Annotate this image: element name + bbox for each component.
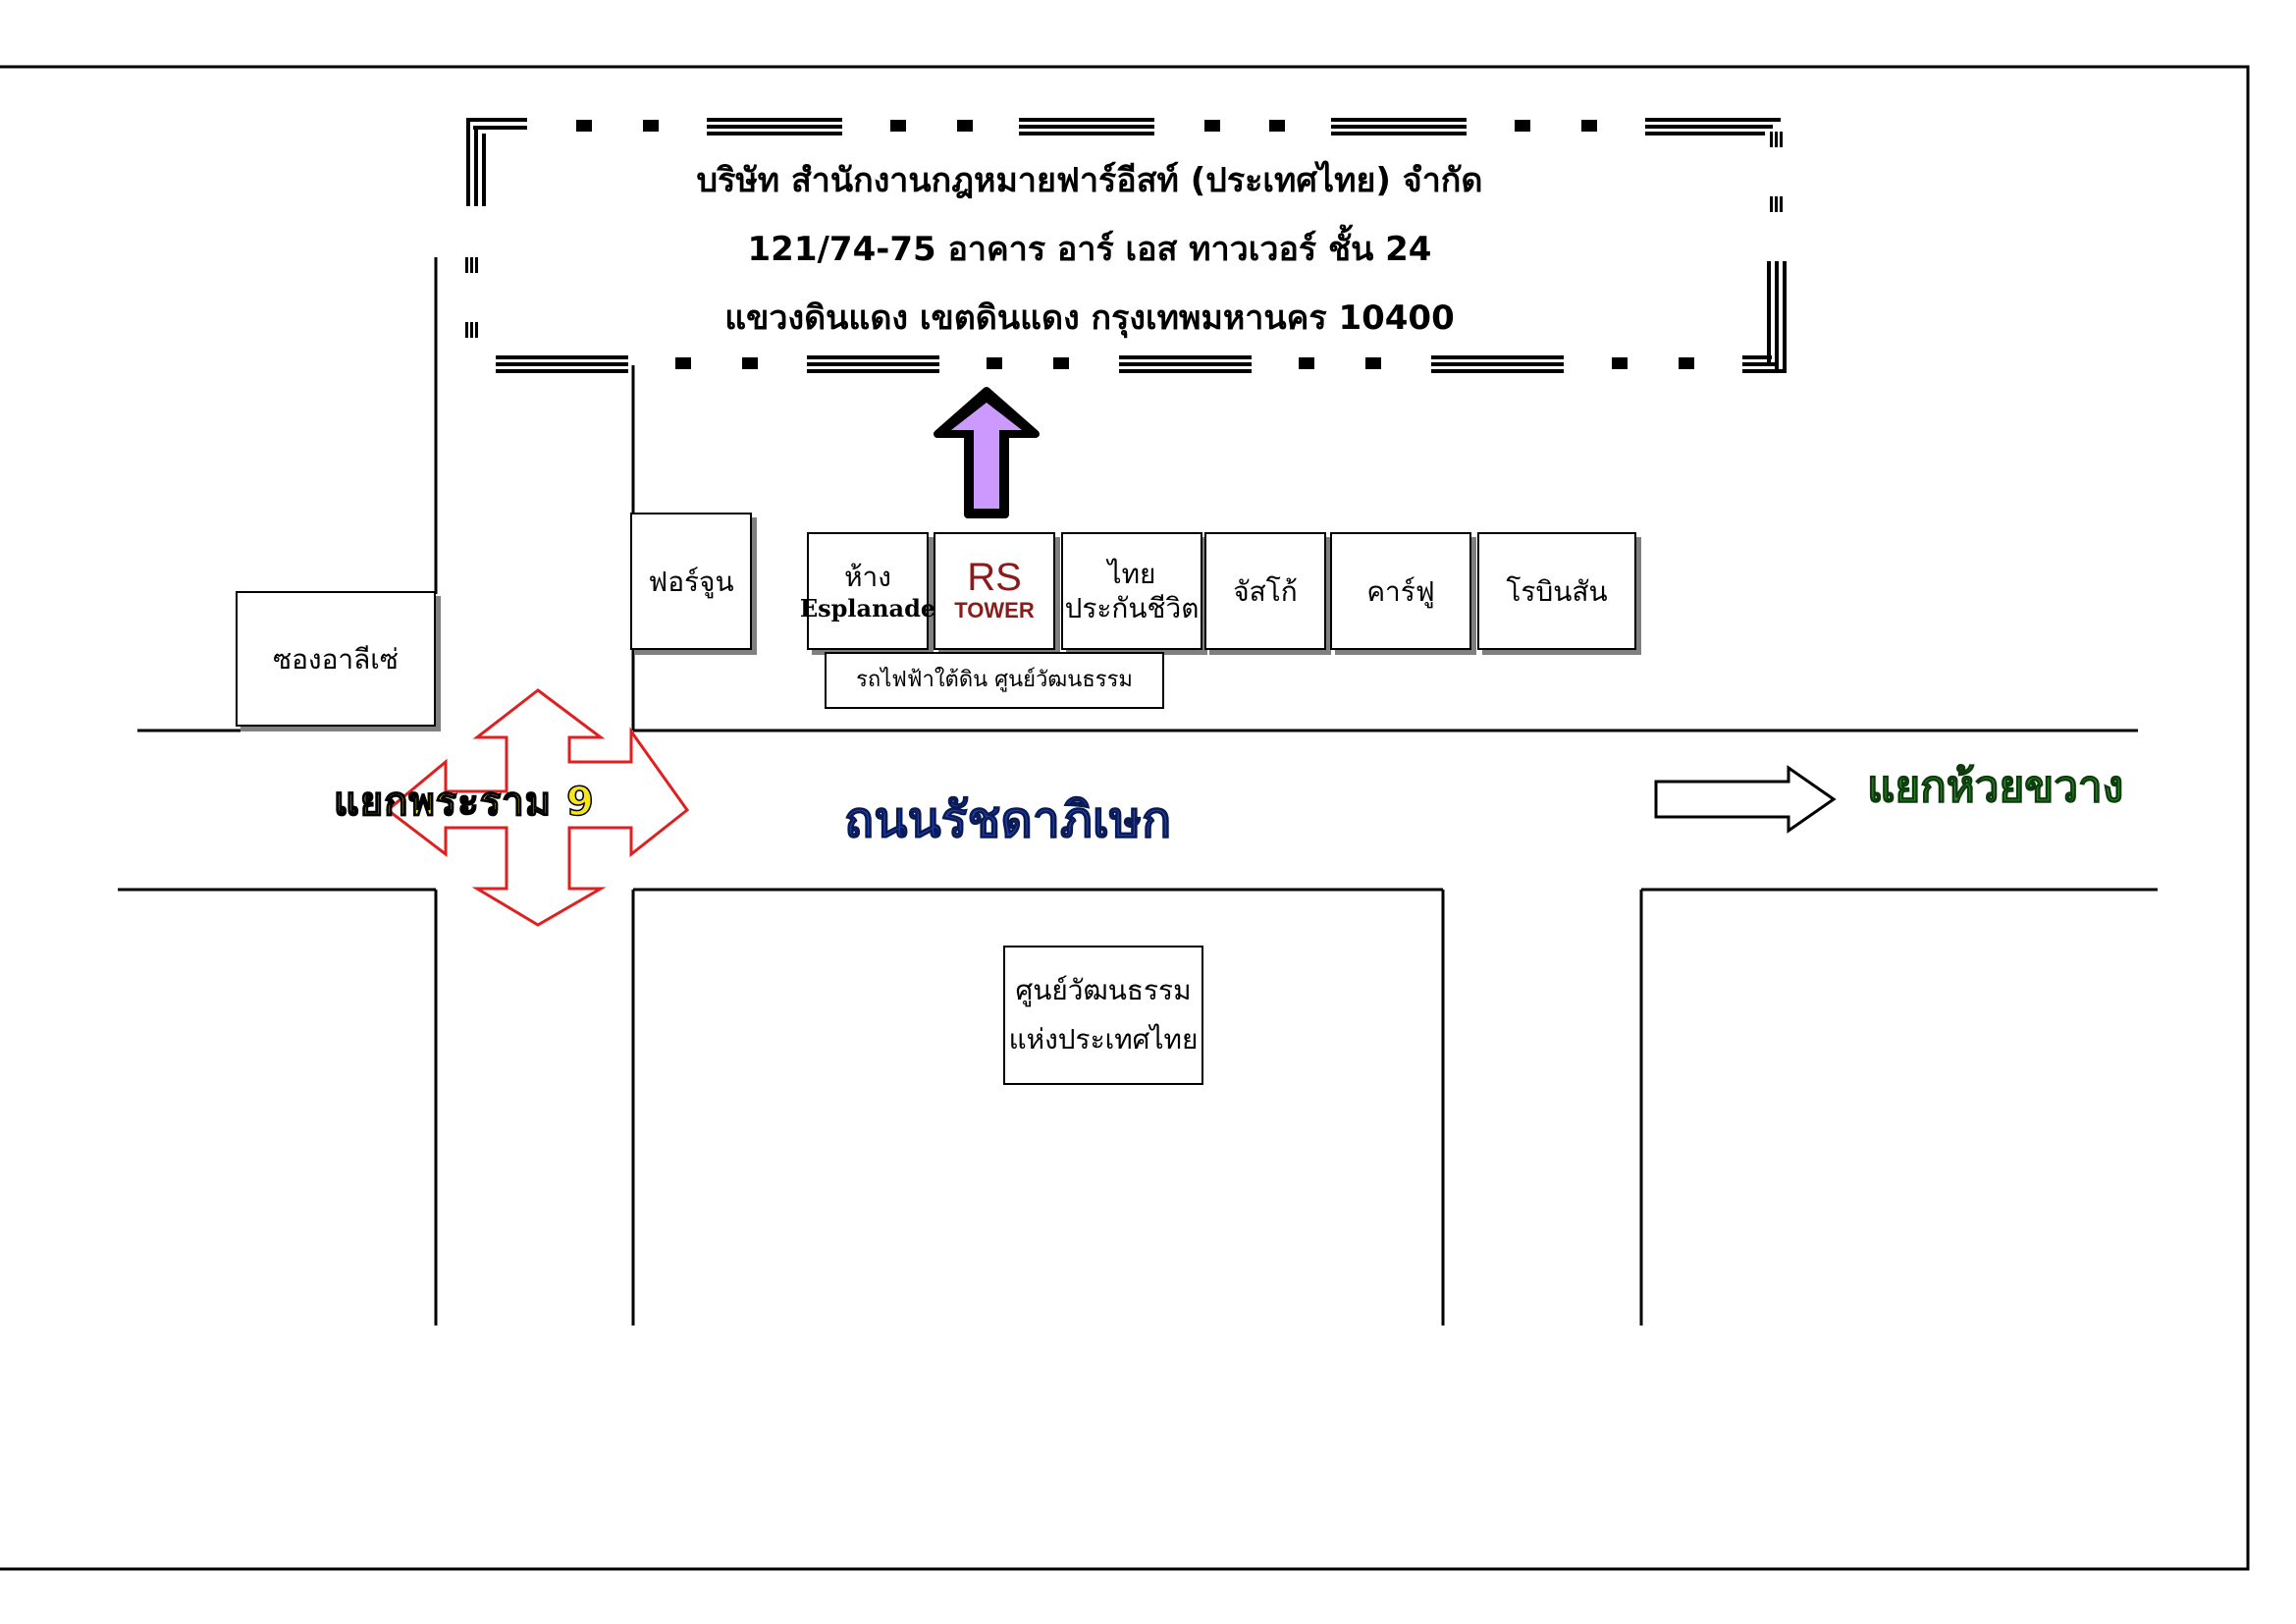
rama9-intersection-label: แยกพระราม 9 [333, 779, 595, 826]
right-arrow-icon [1654, 765, 1837, 834]
building-esplanade-label-2: Esplanade [799, 593, 936, 623]
building-robinson-label: โรบินสัน [1506, 574, 1608, 608]
building-esplanade: ห้าง Esplanade [800, 532, 935, 650]
building-robinson: โรบินสัน [1477, 532, 1636, 650]
roads [118, 257, 2158, 1326]
building-cultural-center: ศูนย์วัฒนธรรม แห่งประเทศไทย [1003, 946, 1203, 1085]
up-arrow-fill [951, 403, 1022, 509]
building-thai-life-label-2: ประกันชีวิต [1064, 592, 1200, 624]
ratchadaphisek-road-label: ถนนรัชดาภิเษก [843, 791, 1172, 849]
building-carrefour: คาร์ฟู [1330, 532, 1471, 650]
building-fortune-label: ฟอร์จูน [648, 565, 734, 598]
rs-tower-logo: RS [967, 556, 1022, 600]
building-soi-elysee: ซองอาลีเซ่ [236, 591, 436, 727]
page-frame [0, 65, 2250, 1571]
address-frame [465, 118, 1787, 373]
mrt-station: รถไฟฟ้าใต้ดิน ศูนย์วัฒนธรรม [825, 652, 1164, 709]
building-rs-tower: RS TOWER [934, 532, 1055, 650]
address-line-1: 121/74-75 อาคาร อาร์ เอส ทาวเวอร์ ชั้น 2… [747, 230, 1432, 269]
company-name: บริษัท สำนักงานกฎหมายฟาร์อีสท์ (ประเทศไท… [696, 161, 1483, 200]
building-carrefour-label: คาร์ฟู [1366, 574, 1435, 608]
mrt-station-label: รถไฟฟ้าใต้ดิน ศูนย์วัฒนธรรม [856, 668, 1133, 693]
building-esplanade-label-1: ห้าง [844, 560, 891, 593]
building-soi-elysee-label: ซองอาลีเซ่ [273, 642, 399, 676]
huaikhwang-intersection-label: แยกห้วยขวาง [1866, 762, 2124, 813]
address-line-2: แขวงดินแดง เขตดินแดง กรุงเทพมหานคร 10400 [724, 298, 1455, 338]
building-thai-life: ไทย ประกันชีวิต [1061, 532, 1202, 650]
building-thai-life-label-1: ไทย [1107, 558, 1156, 590]
four-way-arrow-icon [385, 688, 690, 927]
building-jusco-label: จัสโก้ [1233, 574, 1298, 608]
building-jusco: จัสโก้ [1204, 532, 1326, 650]
building-cultural-center-label-2: แห่งประเทศไทย [1008, 1023, 1199, 1056]
building-fortune: ฟอร์จูน [630, 513, 752, 650]
rs-tower-sub: TOWER [954, 598, 1035, 623]
building-cultural-center-label-1: ศูนย์วัฒนธรรม [1015, 973, 1192, 1006]
